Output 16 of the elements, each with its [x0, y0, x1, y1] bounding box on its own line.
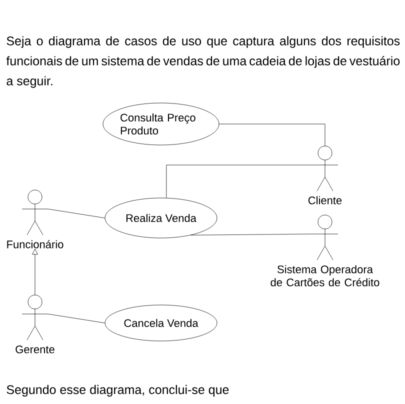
actor: Funcionário [7, 190, 64, 248]
association-line [48, 208, 105, 218]
association-line [166, 164, 312, 198]
actor: Cliente [308, 146, 342, 204]
generalization-arrow [32, 248, 38, 296]
node-label: Gerente [16, 346, 54, 354]
question-text: Segundo esse diagrama, conclui-se que [6, 384, 229, 397]
node-label: Sistema Operadora de Cartões de Crédito [270, 265, 380, 286]
node-label: Cliente [308, 196, 342, 204]
actor: Gerente [16, 294, 54, 354]
actor: Sistema Operadora de Cartões de Crédito [270, 214, 380, 286]
association-line [48, 314, 105, 324]
node-label: Funcionário [7, 240, 64, 248]
association-line [218, 124, 326, 146]
association-line [190, 234, 312, 236]
intro-text: Seja o diagrama de casos de uso que captura alguns dos requisitos funcionais de um sistema de vendas de uma cadeia de lojas de vestuário a seguir. [6, 36, 400, 88]
